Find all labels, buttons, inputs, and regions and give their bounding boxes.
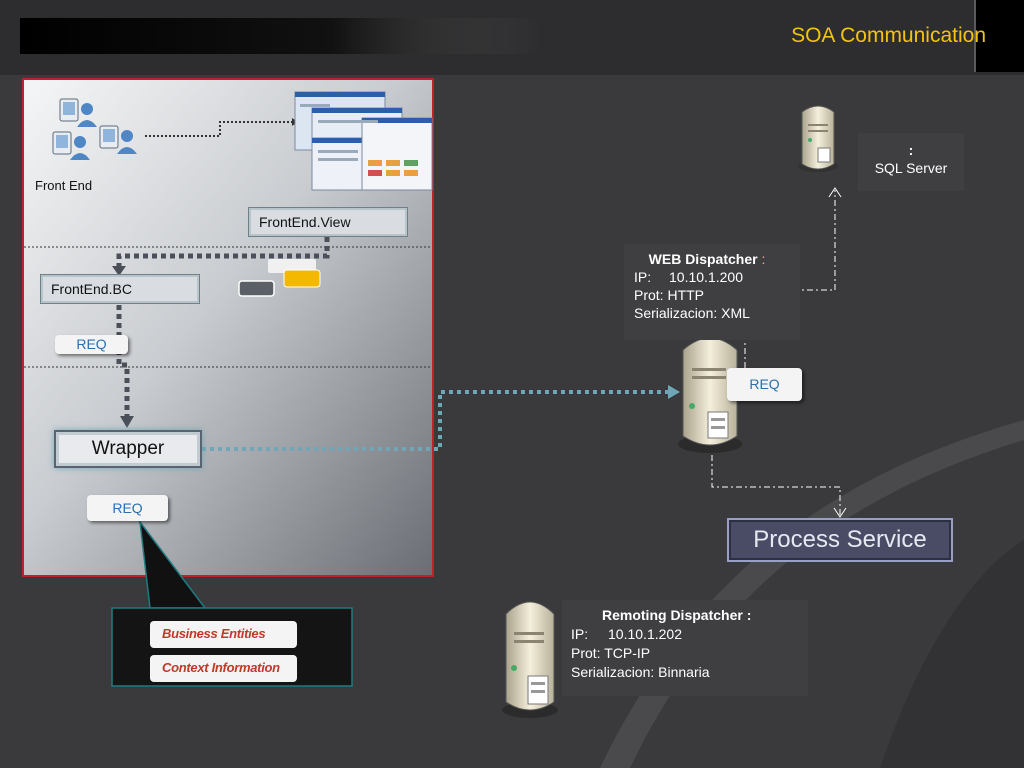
swoosh-curve: [600, 420, 1024, 768]
front-end-users: [52, 98, 137, 160]
remoting-dispatcher-ip-value: 10.10.1.202: [608, 626, 682, 642]
state-chip-yellow: [283, 269, 321, 288]
dispatcher-to-sql-arrowhead: [828, 187, 842, 198]
app-screenshots: [294, 91, 433, 191]
dispatcher-to-process-connector: [711, 455, 841, 515]
wrapper-to-dispatcher-arrowhead: [668, 385, 680, 399]
sql-server-line1: :: [908, 142, 914, 158]
web-dispatcher-info: WEB Dispatcher : IP: 10.10.1.200 Prot: H…: [624, 244, 800, 340]
process-service-box: Process Service: [727, 518, 953, 562]
bc-req-badge: REQ: [55, 335, 128, 354]
frontend-view-box: FrontEnd.View: [248, 207, 408, 237]
sql-server-icon: [798, 105, 838, 172]
web-dispatcher-server-icon: [678, 337, 742, 453]
web-dispatcher-prot: Prot: HTTP: [634, 287, 705, 303]
users-to-screens-connector: [145, 121, 292, 137]
wrapper-req-badge: REQ: [87, 495, 168, 521]
view-to-bc-connector: [116, 237, 330, 272]
bc-to-wrapper-arrowhead: [120, 416, 134, 428]
callout-item-context-information: Context Information: [150, 655, 297, 682]
dispatcher-req-badge: REQ: [727, 368, 802, 401]
view-to-bc-arrowhead: [112, 266, 126, 276]
web-dispatcher-ip-label: IP:: [634, 269, 652, 285]
remoting-dispatcher-prot: Prot: TCP-IP: [571, 645, 651, 661]
wrapper-to-dispatcher-connector: [202, 390, 670, 451]
frontend-bc-box: FrontEnd.BC: [40, 274, 200, 304]
remoting-dispatcher-serial: Serializacion: Binnaria: [571, 664, 710, 680]
remoting-dispatcher-title: Remoting Dispatcher :: [602, 607, 752, 623]
slide-title: SOA Communication: [791, 24, 986, 47]
sql-server-line2: SQL Server: [874, 160, 948, 176]
sql-server-info: : SQL Server: [858, 133, 964, 191]
web-dispatcher-serial: Serializacion: XML: [634, 305, 750, 321]
remoting-dispatcher-ip-label: IP:: [571, 626, 589, 642]
header-corner-block: [976, 0, 1024, 72]
web-dispatcher-ip-value: 10.10.1.200: [669, 269, 743, 285]
front-end-label: Front End: [35, 178, 93, 193]
web-dispatcher-title: WEB Dispatcher: [648, 251, 758, 267]
web-dispatcher-title-suffix: :: [761, 251, 766, 267]
wrapper-box: Wrapper: [54, 430, 202, 468]
dispatcher-to-process-arrowhead: [833, 507, 847, 518]
state-chip-gray: [238, 280, 275, 297]
header-black-bar: [20, 18, 540, 54]
remoting-dispatcher-info: Remoting Dispatcher : IP: 10.10.1.202 Pr…: [562, 600, 808, 696]
remoting-dispatcher-server-icon: [502, 601, 558, 718]
swoosh-curve-2: [880, 540, 1024, 768]
callout-item-business-entities: Business Entities: [150, 621, 297, 648]
